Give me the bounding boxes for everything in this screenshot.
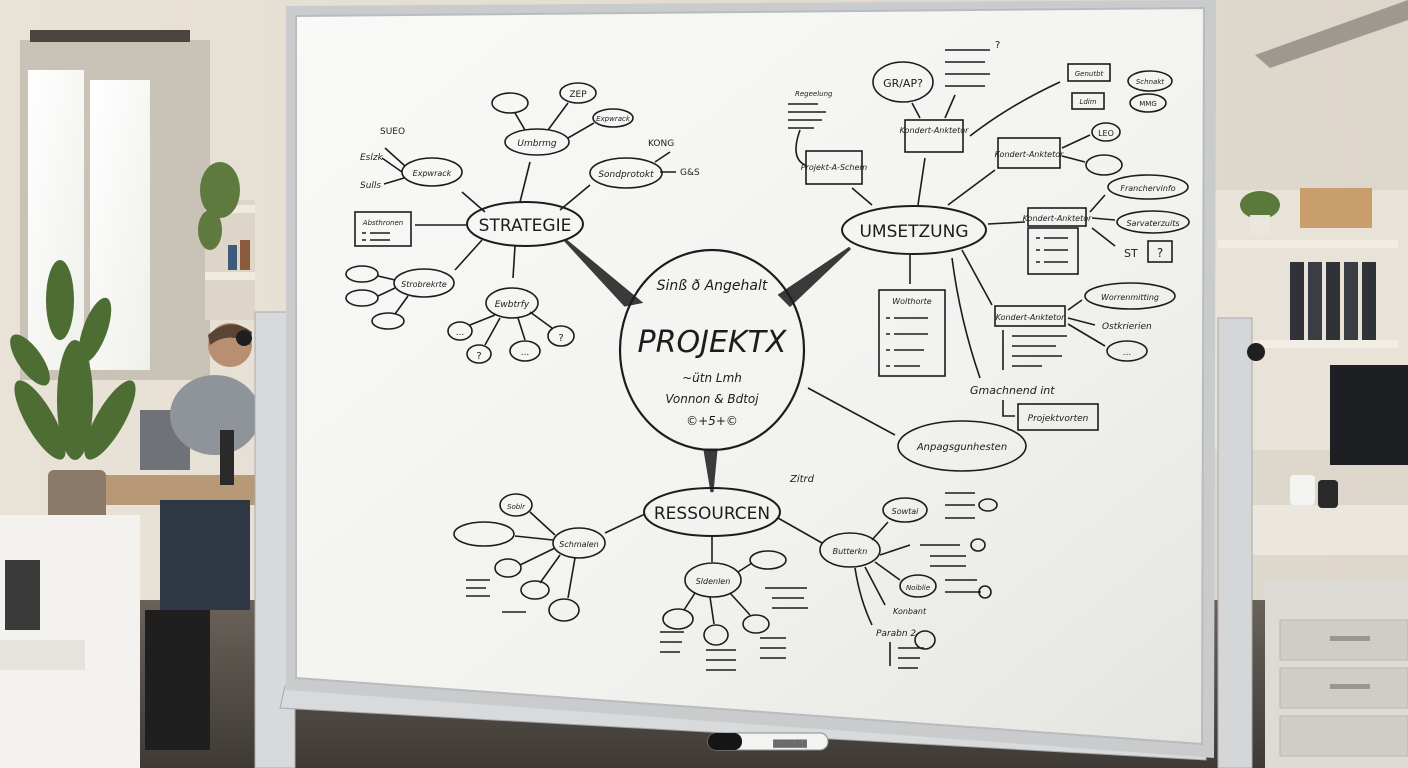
left-cabinet	[0, 515, 210, 768]
hanging-plant	[198, 162, 240, 250]
strategie-node: Eslzk	[360, 153, 384, 163]
center-line-1: Sinß ð Angehalt	[657, 278, 768, 294]
branch-umsetzung: UMSETZUNG GR/AP? ? Kondert-Anktetor Proj…	[788, 40, 1190, 431]
branch-ressourcen: RESSOURCEN Zitrd Schmalen Soblr Sldenlen	[453, 474, 998, 671]
marker: ████████	[707, 732, 829, 751]
ressourcen-node: Butterkn	[833, 547, 868, 556]
umsetzung-title: UMSETZUNG	[859, 222, 968, 242]
ceiling-beam	[1255, 0, 1408, 68]
strategie-node: ?	[558, 333, 563, 344]
strategie-node: Ewbtrfy	[495, 300, 530, 310]
umsetzung-node: Kondert-Anktetor	[995, 150, 1065, 159]
right-desk	[1245, 365, 1408, 768]
umsetzung-node: ?	[1157, 246, 1163, 260]
umsetzung-node: Worrenmitting	[1101, 293, 1159, 302]
umsetzung-node: Projektvorten	[1028, 414, 1089, 424]
umsetzung-node: MMG	[1139, 100, 1157, 108]
branch-strategie: STRATEGIE Umbrmg ZEP Expwrack Expwrack S…	[345, 82, 700, 364]
strategie-node: ...	[521, 348, 530, 358]
umsetzung-node: Kondert-Anktetor	[1023, 214, 1093, 223]
strategie-node: KONG	[648, 139, 674, 149]
mind-map: Sinß ð Angehalt PROJEKTX ~ütn Lmh Vonnon…	[345, 40, 1190, 671]
ressourcen-node: Schmalen	[559, 540, 598, 549]
umsetzung-node: Kondert-Anktetor	[996, 313, 1066, 322]
center-node: Sinß ð Angehalt PROJEKTX ~ütn Lmh Vonnon…	[618, 248, 806, 452]
ressourcen-node: Soblr	[507, 503, 526, 511]
umsetzung-node: Ostkrierien	[1102, 322, 1152, 332]
ressourcen-node: Sldenlen	[696, 577, 731, 586]
strategie-node: G&S	[680, 168, 700, 178]
umsetzung-node: Ldim	[1079, 98, 1096, 106]
strategie-node: Strobrekrte	[401, 280, 447, 289]
umsetzung-node: Kondert-Anktetor	[900, 126, 970, 135]
strategie-node: ...	[456, 328, 465, 338]
strategie-node: Umbrmg	[517, 139, 557, 149]
strategie-node: ?	[476, 351, 481, 362]
umsetzung-node: LEO	[1098, 129, 1114, 138]
ressourcen-title: RESSOURCEN	[654, 504, 770, 524]
strategie-node: Sondprotokt	[598, 170, 654, 180]
question-mark: ?	[995, 40, 1000, 51]
umsetzung-node: Wolthorte	[892, 297, 932, 306]
strategie-node: Sulls	[360, 181, 381, 191]
center-line-5: ©+5+©	[686, 414, 738, 428]
ressourcen-node: Konbant	[893, 607, 927, 616]
umsetzung-node: GR/AP?	[883, 77, 923, 90]
strategie-node: Expwrack	[413, 169, 452, 178]
umsetzung-node: Projekt-A-Schem	[801, 163, 868, 172]
umsetzung-node: Regeelung	[795, 90, 833, 98]
ressourcen-node: Parabn 2	[876, 629, 916, 639]
strategie-box: Absthronen	[362, 219, 403, 227]
umsetzung-node: Genutbt	[1075, 70, 1104, 78]
marker-label: ████████	[772, 739, 808, 748]
center-line-3: ~ütn Lmh	[682, 371, 742, 385]
strategie-title: STRATEGIE	[479, 216, 572, 236]
umsetzung-node: ...	[1123, 348, 1132, 358]
person-at-desk	[100, 323, 260, 610]
strategie-node: ZEP	[569, 90, 587, 100]
window	[20, 30, 210, 380]
anpassungen-node: Anpagsgunhesten	[807, 387, 1027, 472]
center-line-4: Vonnon & Bdtoj	[665, 392, 759, 406]
umsetzung-node: Gmachnend int	[970, 384, 1055, 397]
ressourcen-node: Sowtai	[892, 507, 920, 516]
umsetzung-node: Franchervinfo	[1120, 184, 1175, 193]
umsetzung-node: Sarvaterzuits	[1126, 219, 1179, 228]
ressourcen-note: Zitrd	[789, 474, 815, 485]
strategie-node: SUEO	[380, 127, 405, 137]
strategie-node: Expwrack	[596, 115, 631, 123]
potted-plant	[10, 260, 136, 525]
center-title: PROJEKTX	[638, 325, 788, 360]
anpassungen-label: Anpagsgunhesten	[916, 442, 1007, 453]
umsetzung-node: Schnakt	[1136, 78, 1165, 86]
umsetzung-node: ST	[1124, 247, 1138, 260]
whiteboard	[286, 0, 1216, 758]
ressourcen-node: Noiblie	[906, 584, 930, 592]
